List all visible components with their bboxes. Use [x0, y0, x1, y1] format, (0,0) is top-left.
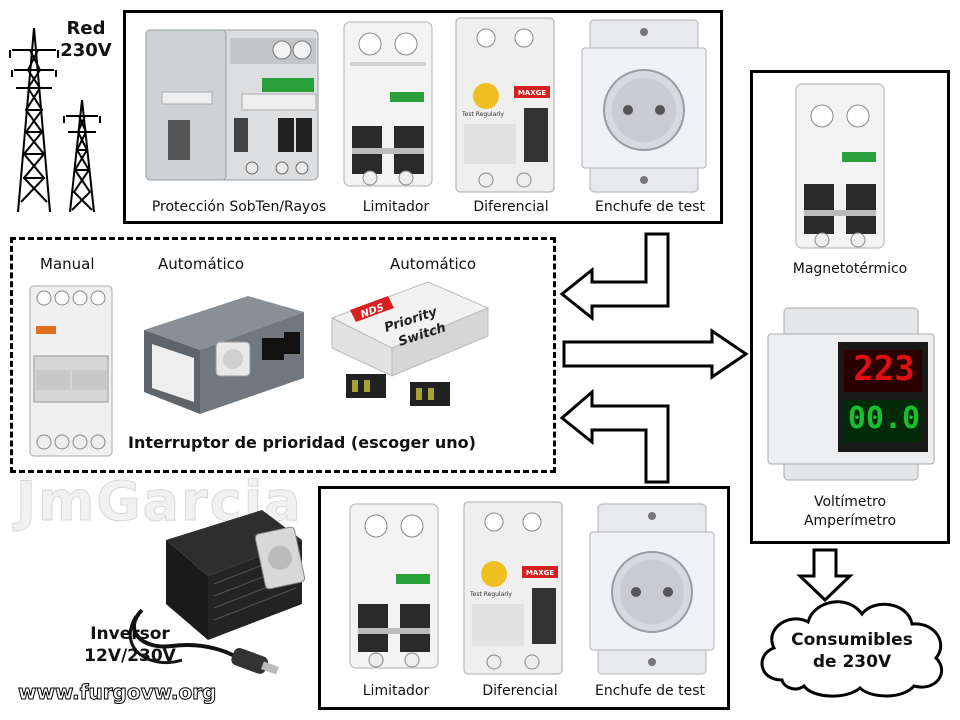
amp-readout: 00.0 — [847, 401, 921, 436]
test-text-bottom: Test Regularly — [469, 591, 512, 598]
volt-readout: 223 — [853, 349, 915, 389]
arrow-top-to-switch — [558, 230, 673, 322]
maxge-text-bottom: MAXGE — [526, 569, 555, 577]
top-label-test-socket: Enchufe de test — [595, 199, 705, 215]
priority-switch-box — [10, 237, 556, 473]
bottom-label-limiter: Limitador — [362, 683, 430, 699]
automatic-label-2: Automático — [390, 255, 477, 273]
ammeter-label: Amperímetro — [803, 513, 897, 529]
cloud-line1: Consumibles — [791, 630, 913, 650]
top-label-limiter: Limitador — [362, 199, 430, 215]
priority-caption: Interruptor de prioridad (escoger uno) — [128, 433, 476, 452]
differential-device-bottom: MAXGE Test Regularly — [460, 500, 566, 678]
test-text-top: Test Regularly — [461, 111, 504, 118]
arrow-bottom-to-switch — [558, 386, 673, 486]
grid-title-line1: Red — [66, 18, 106, 39]
automatic-switch-box-device — [138, 290, 308, 420]
differential-device-top: MAXGE Test Regularly — [452, 16, 558, 196]
automatic-label-1: Automático — [158, 255, 245, 273]
arrow-meter-to-cloud — [796, 546, 854, 604]
limiter-device-top — [338, 18, 438, 190]
top-label-surge: Protección SobTen/Rayos — [151, 199, 327, 215]
test-socket-device-top — [580, 18, 708, 194]
arrow-switch-to-meter — [560, 328, 750, 380]
top-label-differential: Diferencial — [473, 199, 549, 215]
manual-switch-device — [26, 282, 116, 460]
limiter-device-bottom — [344, 500, 444, 672]
inverter-label-line2: 12V/230V — [84, 646, 176, 666]
voltmeter-label: Voltímetro — [813, 494, 887, 510]
bottom-label-test-socket: Enchufe de test — [595, 683, 705, 699]
transmission-towers — [4, 20, 110, 220]
nds-priority-switch-device: NDS Priority Switch — [328, 278, 492, 416]
website-text[interactable]: www.furgovw.org — [17, 680, 217, 705]
magnetothermic-device — [790, 80, 890, 252]
inverter-label-line1: Inversor — [90, 624, 170, 644]
manual-label: Manual — [40, 255, 95, 273]
volt-amp-meter-device — [766, 304, 936, 484]
cloud-line2: de 230V — [812, 652, 892, 672]
surge-protector-device — [142, 22, 322, 192]
maxge-text-top: MAXGE — [518, 89, 547, 97]
grid-title-line2: 230V — [60, 40, 112, 61]
consumers-cloud — [752, 588, 952, 700]
magnetothermic-label: Magnetotérmico — [792, 261, 908, 277]
inverter-device — [112, 500, 312, 690]
test-socket-device-bottom — [588, 502, 716, 676]
bottom-label-differential: Diferencial — [482, 683, 558, 699]
